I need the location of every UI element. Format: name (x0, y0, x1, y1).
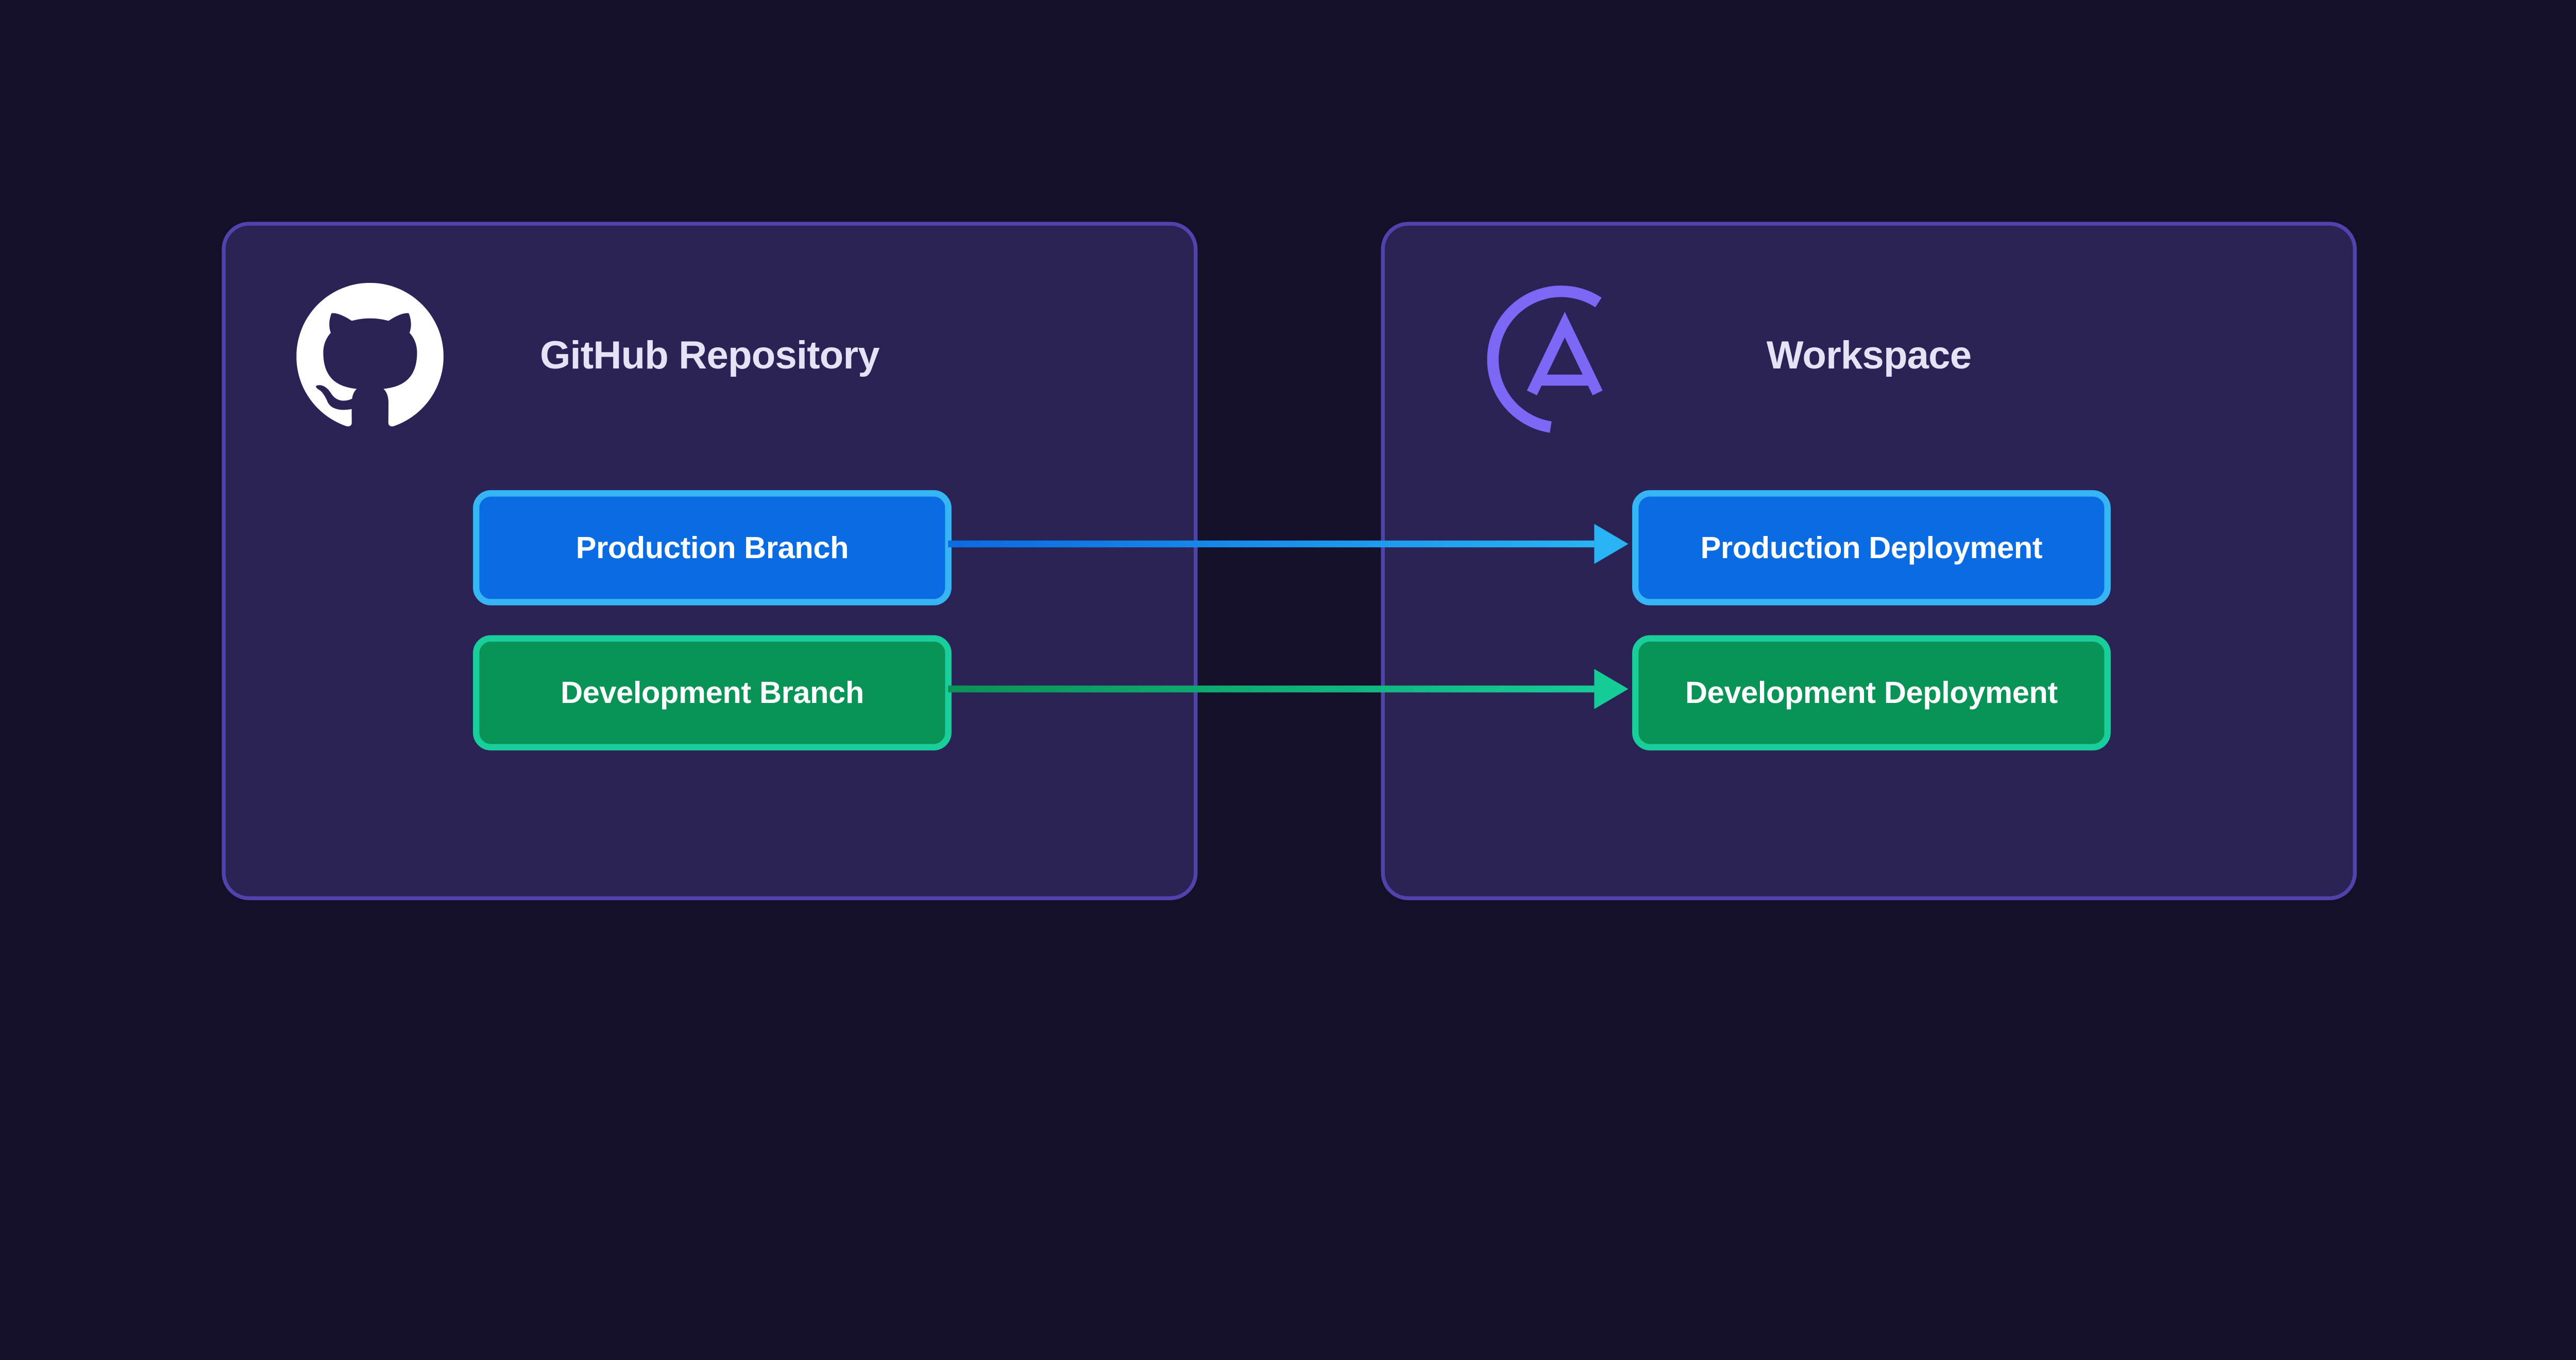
node-production-branch: Production Branch (473, 490, 952, 606)
node-production-deployment: Production Deployment (1632, 490, 2111, 606)
diagram-canvas: GitHub Repository Production Branch Deve… (222, 222, 2357, 900)
arrow-development-line (948, 685, 1595, 693)
github-logo-icon (296, 282, 444, 432)
node-development-deployment: Development Deployment (1632, 635, 2111, 751)
arrow-development-arrowhead-icon (1594, 669, 1629, 709)
workspace-panel: Workspace Production Deployment Developm… (1381, 222, 2357, 900)
node-development-branch: Development Branch (473, 635, 952, 751)
arrow-production-arrowhead-icon (1594, 524, 1629, 564)
github-panel-title: GitHub Repository (540, 333, 880, 377)
workspace-panel-title: Workspace (1766, 333, 1972, 377)
workspace-logo-icon (1487, 286, 1637, 437)
arrow-production-line (948, 540, 1595, 548)
github-repository-panel: GitHub Repository Production Branch Deve… (222, 222, 1198, 900)
